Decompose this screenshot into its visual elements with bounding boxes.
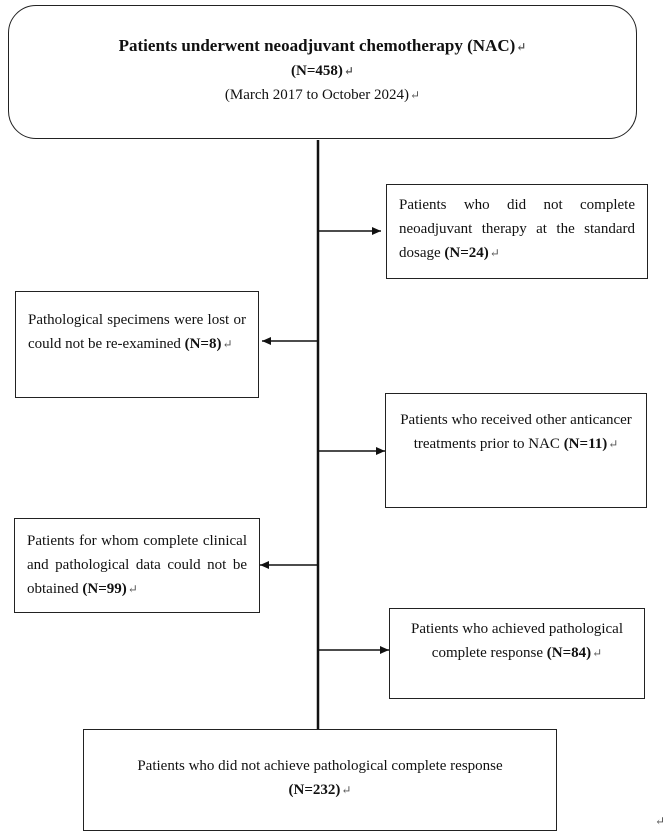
exclusion-box-other-treatment: Patients who received other anticancer t… [385,393,647,508]
exclusion-box-missing-data: Patients for whom complete clinical and … [14,518,260,613]
dosage-text: Patients who did not complete neoadjuvan… [399,197,635,261]
start-count: (N=458) [291,63,343,79]
exclusion-box-pcr: Patients who achieved pathological compl… [389,608,645,699]
exclusion-box-dosage: Patients who did not complete neoadjuvan… [386,184,648,279]
pcr-text: Patients who achieved pathological compl… [410,621,624,661]
trailing-return-mark: ↵ [655,814,666,828]
missing-data-count: (N=99) [82,581,127,597]
start-period: (March 2017 to October 2024) [224,87,410,103]
other-treatment-count: (N=11) [563,436,608,452]
start-title: Patients underwent neoadjuvant chemother… [118,36,516,55]
final-count: (N=232) [288,782,341,798]
final-box: Patients who did not achieve pathologica… [83,729,557,831]
missing-data-text: Patients for whom complete clinical and … [27,533,247,597]
final-text: Patients who did not achieve pathologica… [137,758,503,774]
specimens-text: Pathological specimens were lost or coul… [28,312,246,352]
pcr-count: (N=84) [546,645,592,661]
other-treatment-text: Patients who received other anticancer t… [400,412,632,452]
specimens-count: (N=8) [184,336,222,352]
dosage-count: (N=24) [444,245,489,261]
exclusion-box-specimens: Pathological specimens were lost or coul… [15,291,259,398]
start-box: Patients underwent neoadjuvant chemother… [8,5,637,139]
